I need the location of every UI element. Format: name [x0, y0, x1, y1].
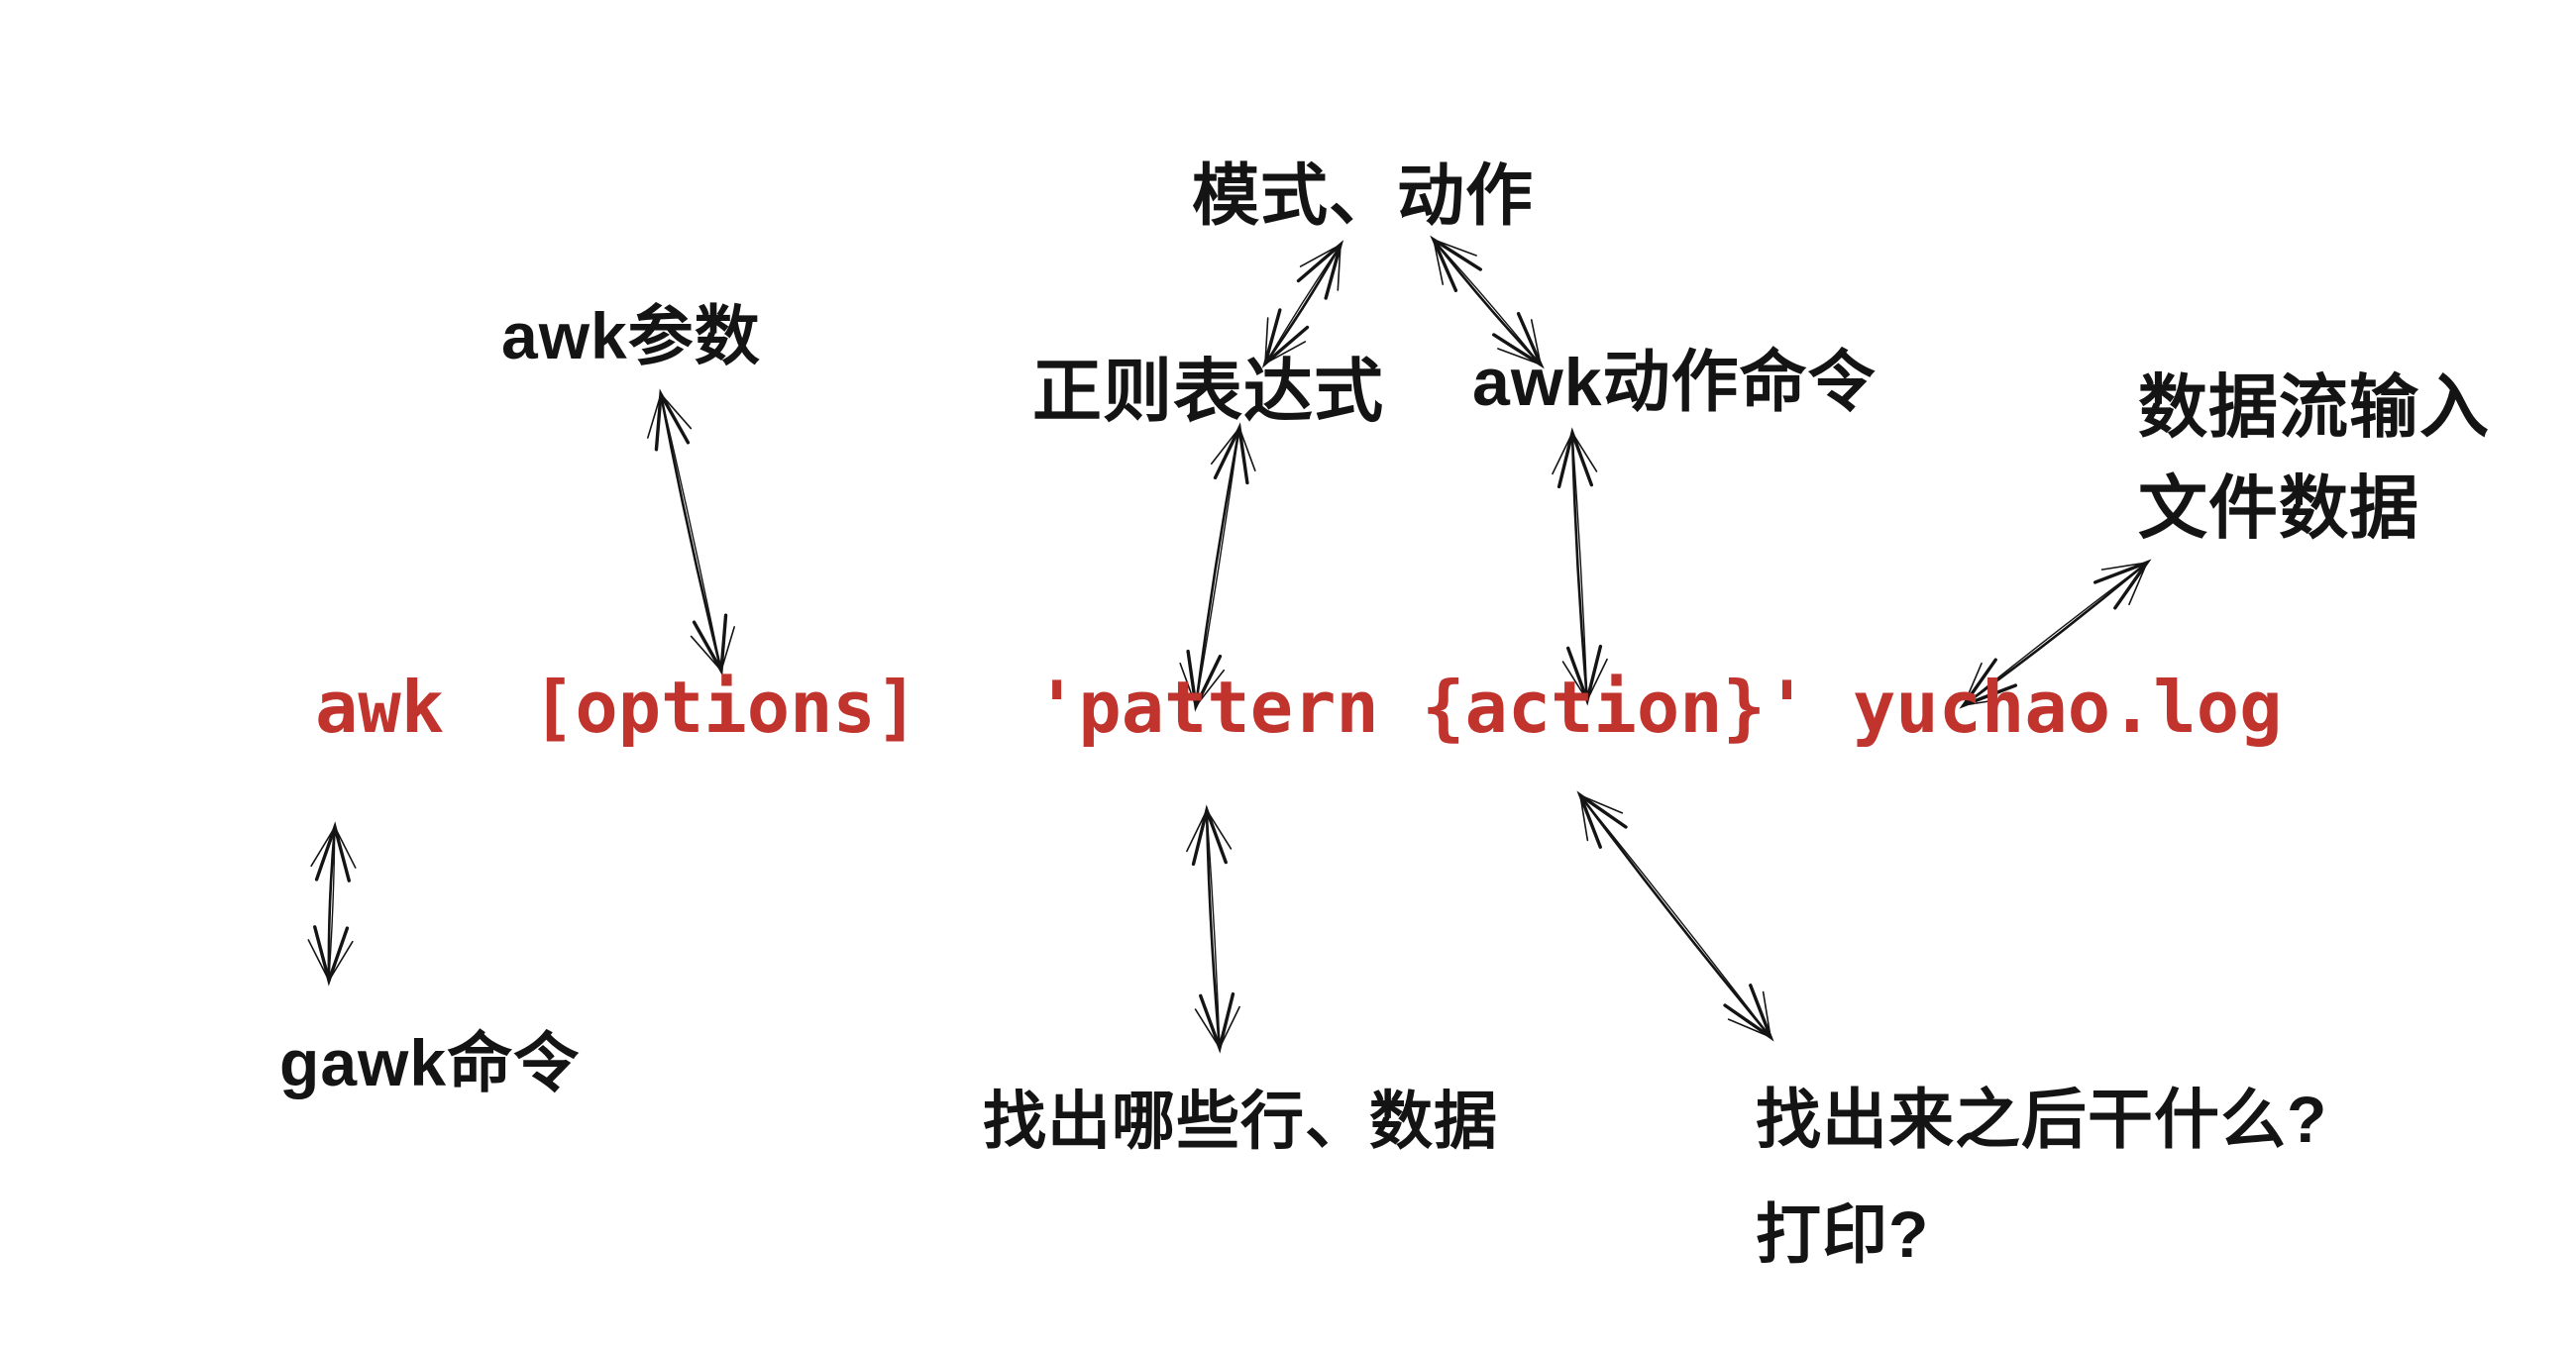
yuchao-log-token: yuchao.log [1853, 666, 2283, 749]
what-next-line2: 打印? [1756, 1197, 1930, 1271]
arrow-yuchao-datainput [1959, 559, 2152, 709]
arrow-awkaction-action [1552, 427, 1608, 706]
pattern-action-label: 模式、动作 [1192, 158, 1535, 234]
awk-token: awk [315, 666, 445, 749]
pattern-action-token: 'pattern {action}' [1035, 666, 1809, 749]
arrow-regex-pattern [1179, 422, 1256, 712]
arrow-awkparams-options [647, 388, 735, 676]
arrow-action-whatnext [1576, 790, 1774, 1042]
what-next-line1: 找出来之后干什么? [1756, 1083, 2328, 1156]
data-input-label: 数据流输入 文件数据 [2138, 357, 2490, 559]
arrow-patternaction-awkaction [1430, 235, 1545, 369]
awk-params-label: awk参数 [501, 299, 761, 372]
find-lines-label: 找出哪些行、数据 [983, 1086, 1498, 1157]
awk-action-label: awk动作命令 [1472, 345, 1877, 420]
arrow-awk-gawk [307, 821, 357, 986]
regex-label: 正则表达式 [1032, 353, 1384, 430]
gawk-command-label: gawk命令 [279, 1026, 581, 1099]
arrow-regex-patternaction [1261, 240, 1344, 368]
data-input-line1: 数据流输入 [2138, 368, 2490, 446]
options-token: [options] [532, 666, 919, 749]
data-input-line2: 文件数据 [2138, 469, 2419, 547]
arrow-pattern-findlines [1186, 804, 1240, 1054]
what-next-label: 找出来之后干什么? 打印? [1756, 1062, 2327, 1292]
